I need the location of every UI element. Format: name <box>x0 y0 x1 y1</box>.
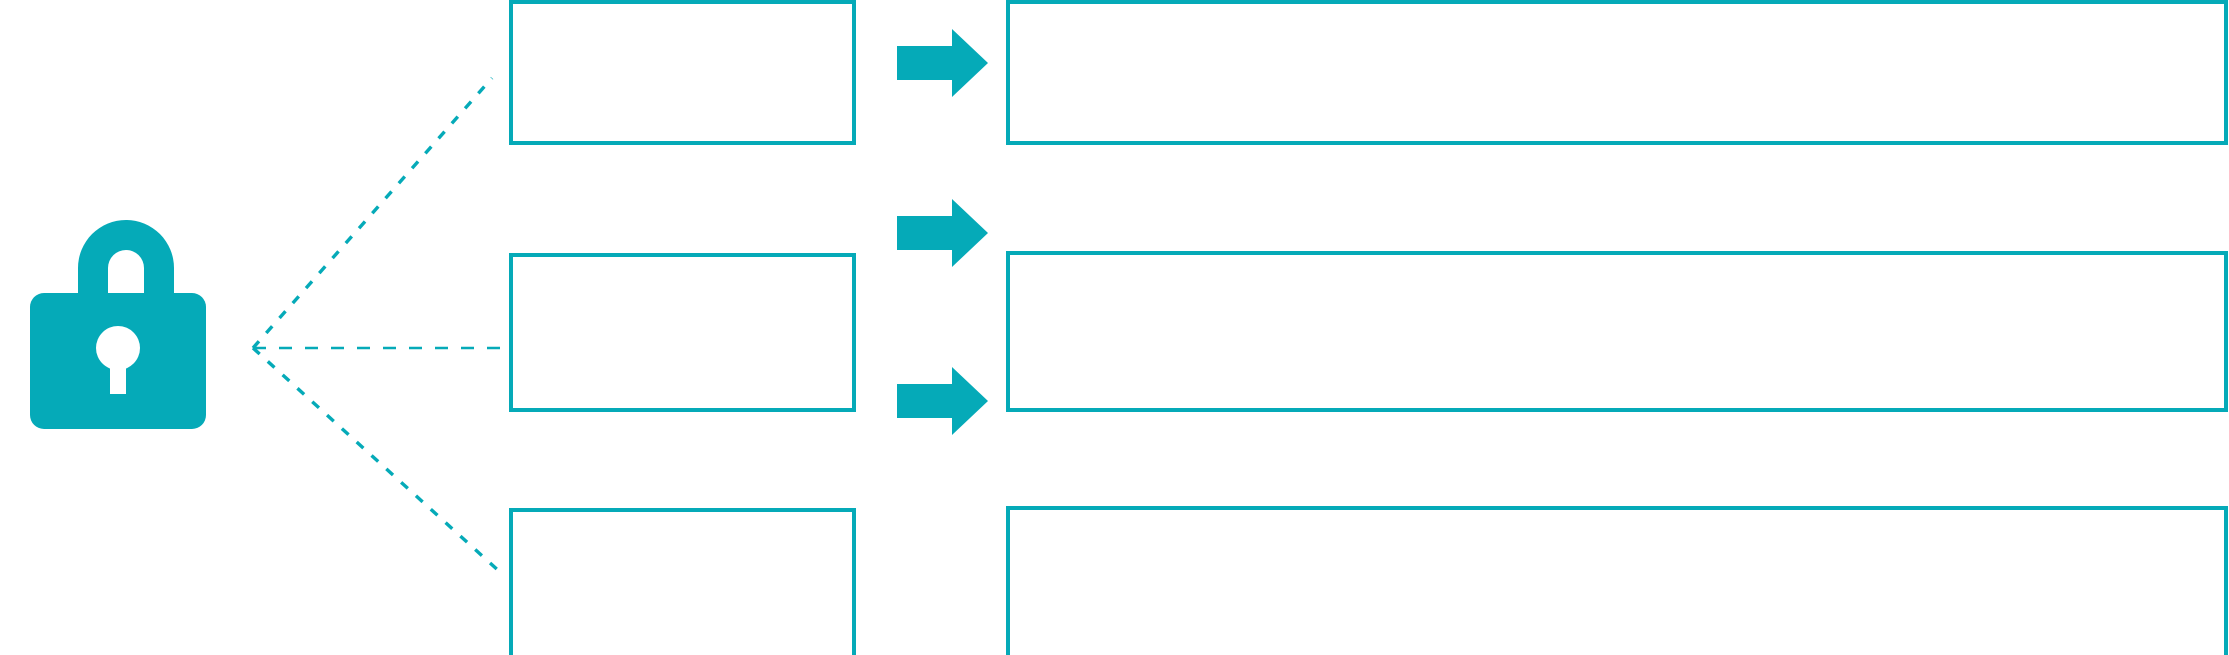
connector-to-row-1 <box>251 76 494 350</box>
target-box-row-1-label <box>1008 2 2226 143</box>
source-box-row-2-label <box>511 255 854 410</box>
source-box-row-2[interactable] <box>509 253 856 412</box>
arrow-row-2 <box>897 199 988 267</box>
target-box-row-1[interactable] <box>1006 0 2228 145</box>
arrow-icon <box>897 29 988 97</box>
connector-to-row-3 <box>251 346 502 574</box>
target-box-row-2-label <box>1008 253 2226 410</box>
lock-keyhole-stem <box>110 348 126 394</box>
target-box-row-2[interactable] <box>1006 251 2228 412</box>
arrow-row-1 <box>897 29 988 97</box>
source-box-row-3[interactable] <box>509 508 856 655</box>
lock-icon <box>30 220 206 429</box>
arrow-icon <box>897 199 988 267</box>
source-box-row-1[interactable] <box>509 0 856 145</box>
target-box-row-3[interactable] <box>1006 506 2228 655</box>
arrow-row-3 <box>897 367 988 435</box>
lock-shackle <box>78 220 174 300</box>
connector-group <box>251 76 502 574</box>
source-box-row-1-label <box>511 2 854 143</box>
source-box-row-3-label <box>511 510 854 655</box>
arrow-icon <box>897 367 988 435</box>
target-box-row-3-label <box>1008 508 2226 655</box>
